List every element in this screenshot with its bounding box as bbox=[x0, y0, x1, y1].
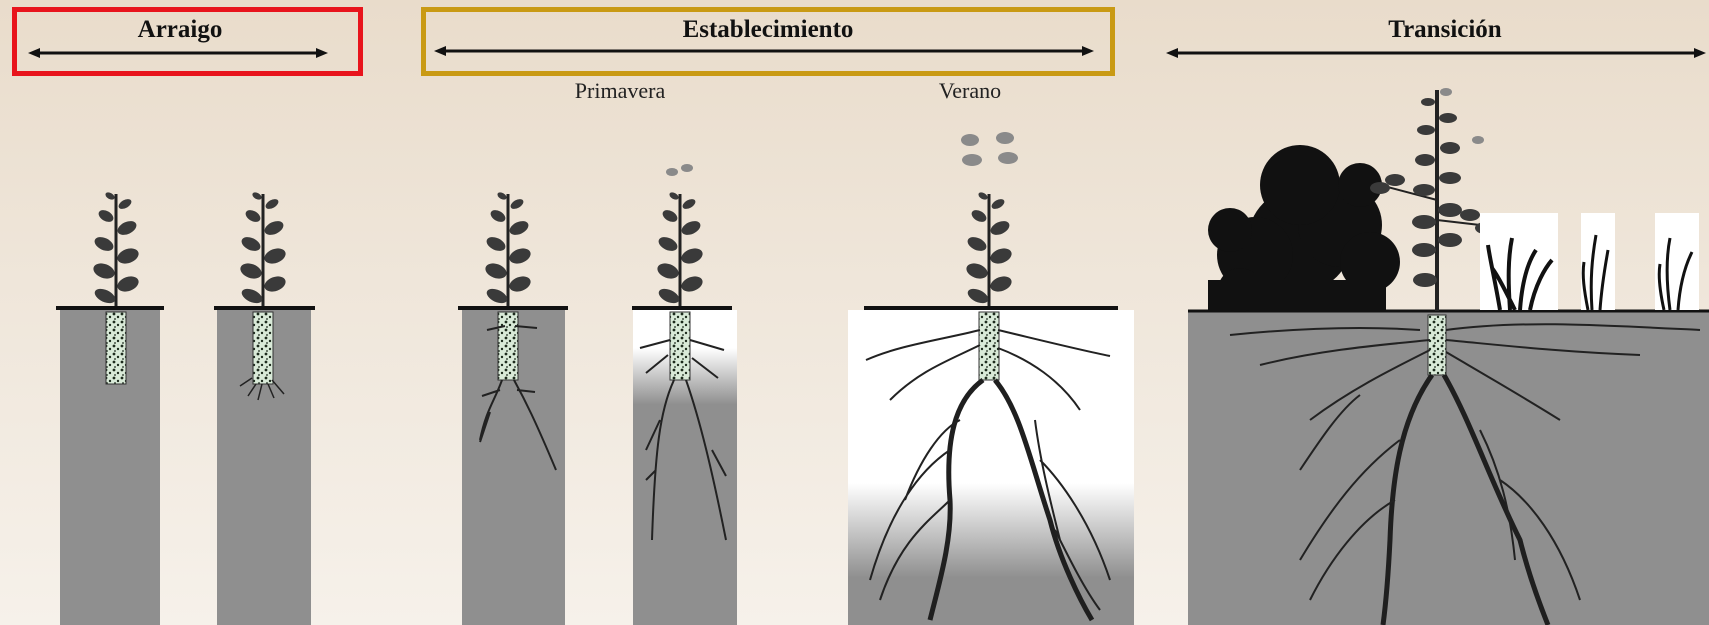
soil-column-5 bbox=[848, 132, 1134, 625]
bush-silhouette bbox=[1208, 145, 1400, 312]
soil-column-2 bbox=[214, 191, 315, 625]
soil-column-4 bbox=[632, 164, 737, 625]
grass-clumps bbox=[1480, 213, 1699, 310]
soil-column-1 bbox=[56, 191, 164, 625]
soil-column-6 bbox=[1188, 311, 1709, 625]
soil-column-3 bbox=[458, 191, 568, 625]
